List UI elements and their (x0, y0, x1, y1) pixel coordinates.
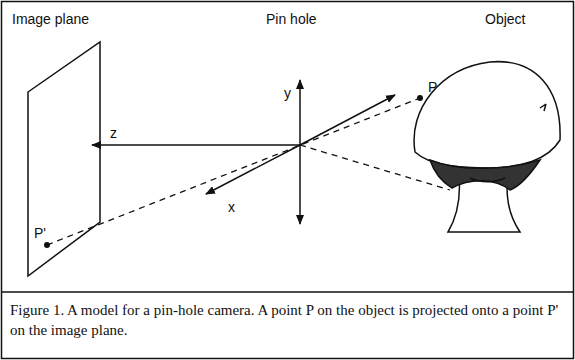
projection-ray (300, 145, 450, 190)
axis-name: z (110, 126, 117, 140)
axis-name: x (228, 200, 235, 214)
caption-rule (2, 291, 574, 293)
plane-heading: Image plane (12, 12, 89, 26)
projection-ray (47, 98, 420, 245)
x-axis (206, 145, 300, 194)
axis-name: y (284, 86, 291, 100)
y-axis (299, 80, 301, 145)
point-name: P' (34, 226, 46, 240)
z-axis (92, 144, 300, 146)
pinhole-heading: Pin hole (266, 12, 317, 26)
point-name: P (428, 80, 437, 94)
object-point (417, 95, 423, 101)
image-plane (28, 42, 100, 276)
image-point (44, 242, 50, 248)
object-heading: Object (485, 12, 525, 26)
figure-caption: Figure 1. A model for a pin-hole camera.… (10, 300, 565, 341)
x-axis (300, 95, 395, 145)
y-axis (299, 145, 301, 224)
mushroom-object (414, 62, 560, 232)
